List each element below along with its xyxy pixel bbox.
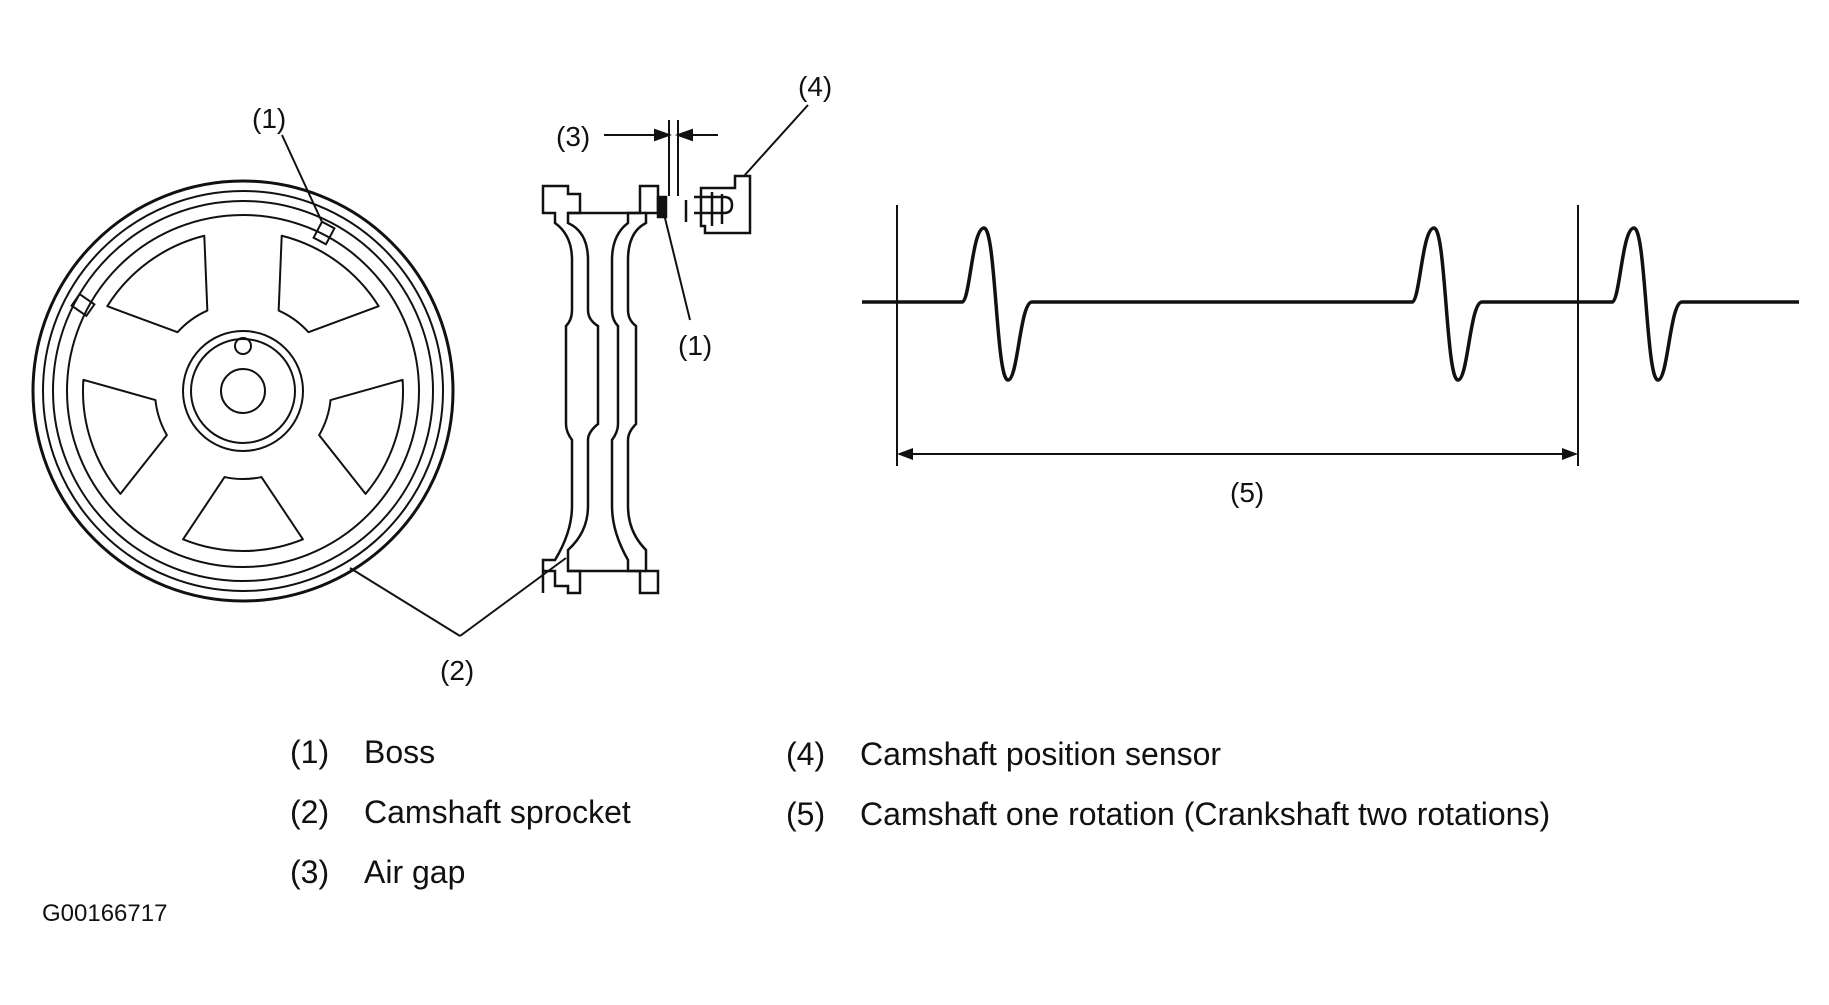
sprocket-dowel-hole	[234, 337, 252, 355]
boss-marker-left	[70, 292, 96, 318]
leader-boss-top	[281, 134, 323, 223]
callout-rotation: (5)	[1230, 477, 1264, 508]
legend-item-camshaft-sprocket: (2) Camshaft sprocket	[290, 792, 631, 832]
sprocket-section-outline	[541, 184, 600, 595]
sensor-body	[699, 174, 752, 235]
legend-item-camshaft-one-rotation: (5) Camshaft one rotation (Crankshaft two…	[786, 794, 1550, 834]
legend-label: Air gap	[364, 854, 466, 890]
boss-marker-top	[312, 220, 336, 246]
sprocket-front-view	[31, 179, 455, 603]
legend-label: Boss	[364, 734, 436, 770]
legend-label: Camshaft sprocket	[364, 794, 631, 830]
legend-num: (2)	[290, 794, 330, 830]
sprocket-rim-inner	[42, 190, 444, 592]
sprocket-side-view	[541, 184, 668, 595]
leader-sprocket-side	[459, 557, 567, 637]
rotation-arrowhead-right	[1562, 448, 1578, 460]
spoke-hole	[106, 234, 209, 334]
sprocket-rim-groove	[52, 200, 434, 582]
legend-label: Camshaft one rotation (Crankshaft two ro…	[860, 796, 1551, 832]
sprocket-hub-outer	[182, 330, 304, 452]
legend-item-camshaft-position-sensor: (4) Camshaft position sensor	[786, 734, 1221, 774]
legend-item-boss: (1) Boss	[290, 732, 435, 772]
air-gap-arrowhead-right	[675, 128, 693, 142]
sprocket-spoke-holes	[82, 234, 404, 552]
air-gap-dimension	[604, 120, 718, 196]
legend-num: (5)	[786, 796, 826, 832]
leader-sprocket-front	[349, 567, 461, 637]
spoke-hole	[182, 476, 304, 552]
waveform-signal	[862, 226, 1799, 382]
figure-id: G00166717	[42, 900, 168, 927]
leader-lines	[281, 104, 809, 637]
sprocket-web-edge	[66, 214, 420, 568]
sensor-waveform-diagram	[862, 205, 1799, 466]
boss-side-marker	[656, 195, 668, 219]
legend-num: (3)	[290, 854, 330, 890]
callout-sprocket: (2)	[440, 655, 474, 686]
camshaft-position-sensor	[684, 174, 752, 235]
sprocket-section-right	[610, 184, 660, 595]
rotation-arrowhead-left	[897, 448, 913, 460]
callout-boss-top: (1)	[252, 103, 286, 134]
sensor-coil	[694, 192, 734, 226]
air-gap-arrowhead-left	[654, 128, 672, 142]
spoke-hole	[318, 378, 404, 495]
callout-air-gap: (3)	[556, 121, 590, 152]
legend-label: Camshaft position sensor	[860, 736, 1222, 772]
legend-item-air-gap: (3) Air gap	[290, 852, 465, 892]
spoke-hole	[82, 378, 168, 495]
spoke-hole	[277, 234, 380, 334]
leader-boss-side	[663, 213, 691, 321]
sprocket-outer-rim	[31, 179, 455, 603]
callout-sensor: (4)	[798, 71, 832, 102]
legend-num: (4)	[786, 736, 826, 772]
sprocket-center-bore	[220, 368, 266, 414]
leader-sensor	[743, 104, 809, 177]
legend-num: (1)	[290, 734, 330, 770]
callout-boss-side: (1)	[678, 330, 712, 361]
